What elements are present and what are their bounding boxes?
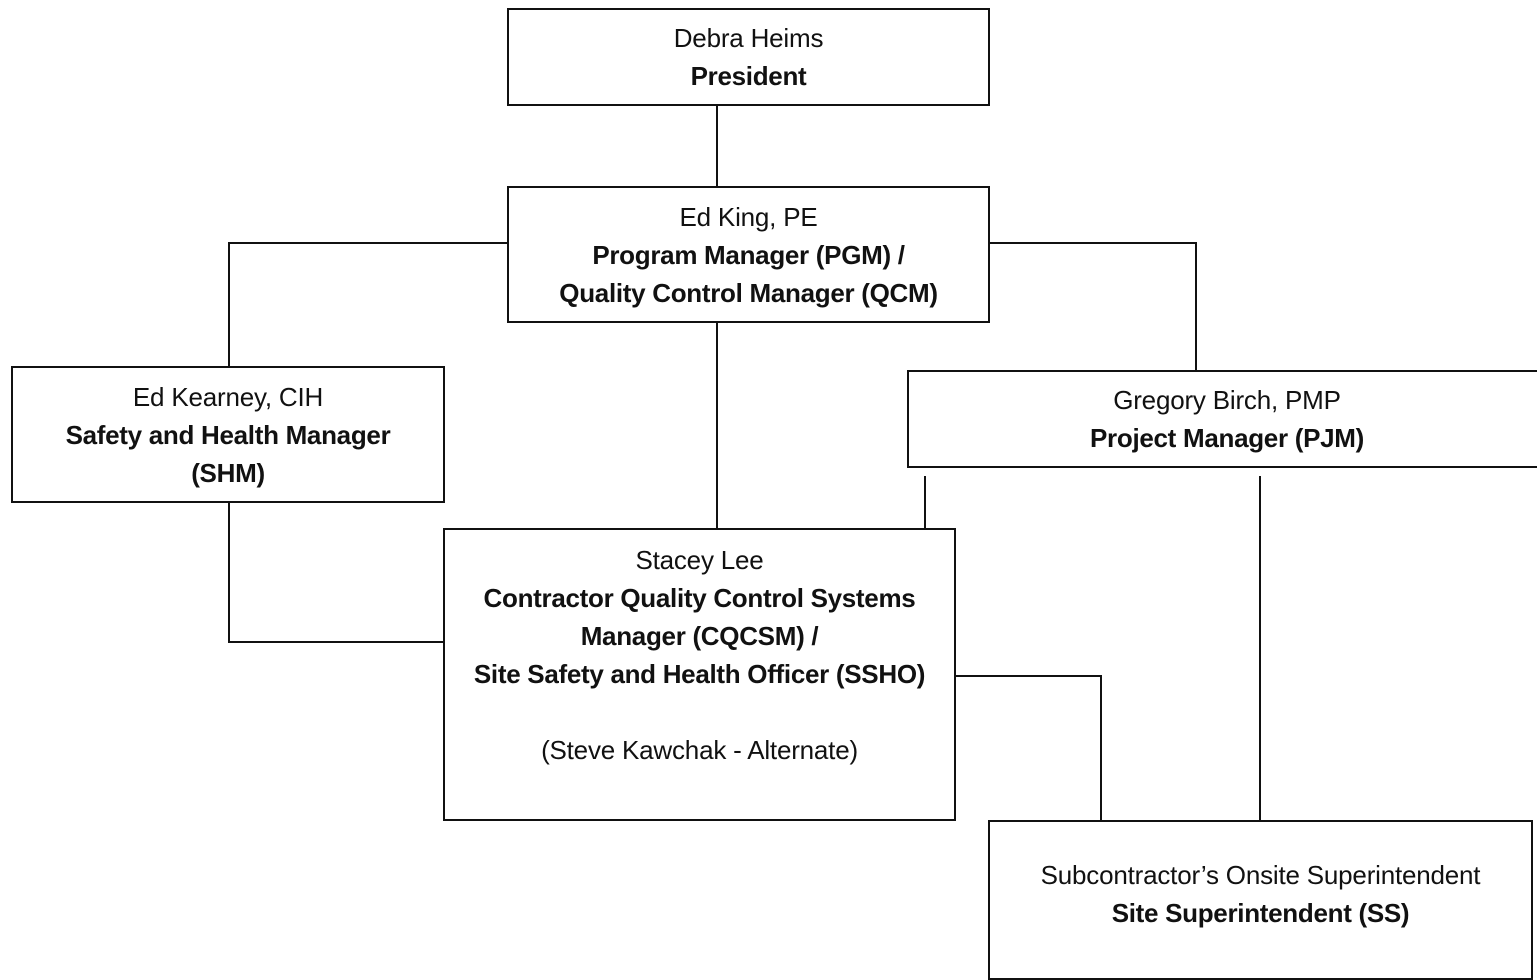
program-manager-title-line2: Quality Control Manager (QCM) — [559, 277, 938, 308]
cqcsm-title-line3: Site Safety and Health Officer (SSHO) — [473, 659, 926, 689]
org-box-cqcsm: Stacey Lee Contractor Quality Control Sy… — [443, 528, 956, 821]
org-box-president: Debra Heims President — [507, 8, 990, 106]
site-superintendent-title: Site Superintendent (SS) — [1111, 898, 1410, 928]
org-box-site-superintendent: Subcontractor’s Onsite Superintendent Si… — [988, 820, 1533, 980]
program-manager-name: Ed King, PE — [679, 201, 818, 232]
cqcsm-title-line1: Contractor Quality Control Systems — [483, 583, 916, 613]
cqcsm-title-line2: Manager (CQCSM) / — [580, 621, 819, 651]
safety-health-manager-title-line1: Safety and Health Manager — [65, 419, 391, 450]
president-name: Debra Heims — [673, 23, 824, 53]
cqcsm-name: Stacey Lee — [635, 545, 764, 575]
project-manager-title: Project Manager (PJM) — [1090, 423, 1364, 453]
program-manager-title-line1: Program Manager (PGM) / — [592, 239, 905, 270]
connector-shm-cqcsm — [228, 503, 443, 643]
connector-pgm-shm — [228, 242, 507, 366]
site-superintendent-name: Subcontractor’s Onsite Superintendent — [1040, 860, 1481, 890]
safety-health-manager-name: Ed Kearney, CIH — [132, 381, 324, 412]
org-box-safety-health-manager: Ed Kearney, CIH Safety and Health Manage… — [11, 366, 445, 503]
president-title: President — [690, 61, 807, 91]
connector-pgm-pjm — [990, 242, 1197, 370]
project-manager-name: Gregory Birch, PMP — [1113, 385, 1341, 415]
org-box-project-manager: Gregory Birch, PMP Project Manager (PJM) — [907, 370, 1537, 468]
connector-cqcsm-ss — [956, 675, 1102, 820]
org-box-program-manager: Ed King, PE Program Manager (PGM) / Qual… — [507, 186, 990, 323]
safety-health-manager-title-line2: (SHM) — [191, 457, 265, 488]
cqcsm-alternate-note: (Steve Kawchak - Alternate) — [541, 735, 858, 765]
